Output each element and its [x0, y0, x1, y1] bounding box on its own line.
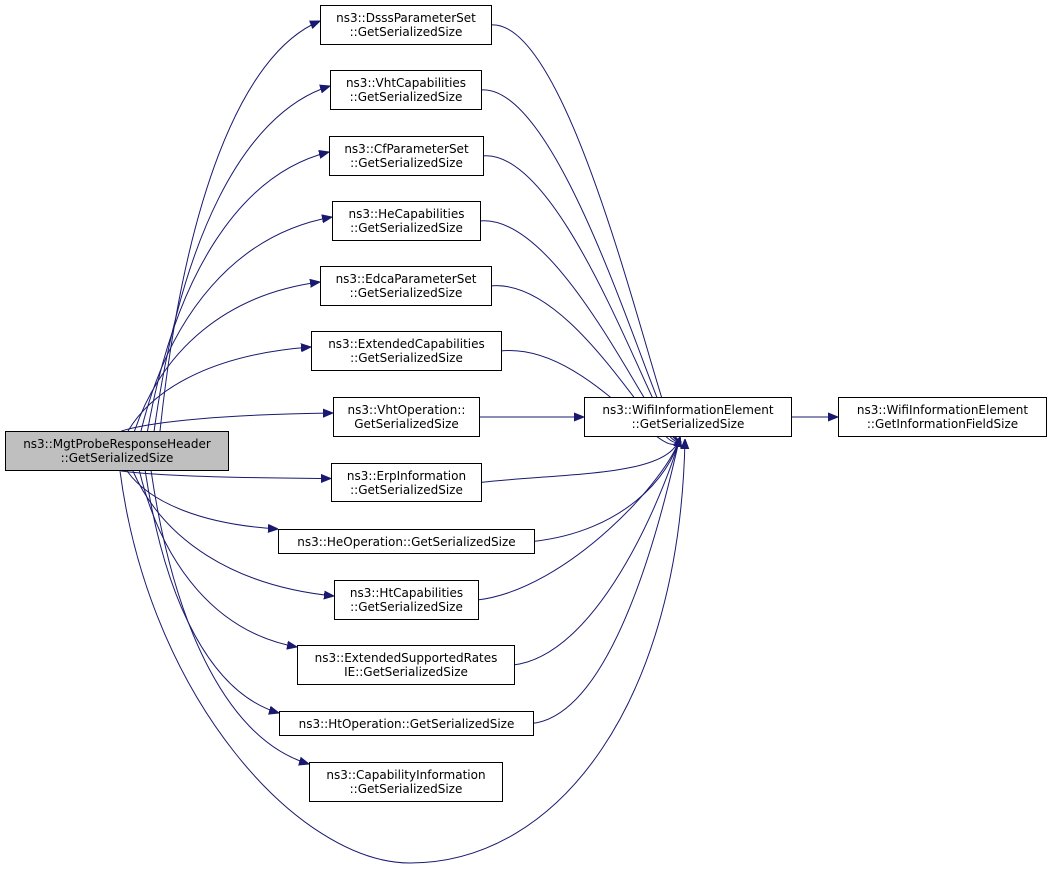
edge-main-to-edca — [134, 282, 321, 432]
node-vhtcap[interactable]: ns3::VhtCapabilities::GetSerializedSize — [330, 70, 482, 110]
edge-main-to-htop — [144, 470, 279, 713]
node-wifiie[interactable]: ns3::WifiInformationElement::GetSerializ… — [584, 397, 792, 437]
edge-main-to-cf — [147, 152, 330, 432]
edge-main-to-erp — [121, 470, 331, 479]
node-cf[interactable]: ns3::CfParameterSet::GetSerializedSize — [329, 136, 484, 176]
node-label-line: ns3::HtOperation::GetSerializedSize — [298, 716, 515, 731]
edge-main-to-vhtop — [121, 413, 333, 432]
edge-extrates-to-wifiie — [512, 437, 680, 666]
node-dsss[interactable]: ns3::DsssParameterSet::GetSerializedSize — [320, 5, 492, 45]
node-htcap[interactable]: ns3::HtCapabilities::GetSerializedSize — [334, 580, 479, 620]
node-label-line: ns3::CfParameterSet — [344, 142, 469, 156]
node-label-line: ::GetSerializedSize — [349, 286, 463, 300]
node-label-line: ns3::CapabilityInformation — [326, 768, 486, 782]
node-hecap[interactable]: ns3::HeCapabilities::GetSerializedSize — [332, 201, 481, 241]
node-htop[interactable]: ns3::HtOperation::GetSerializedSize — [279, 711, 534, 736]
edge-main-to-hecap — [140, 217, 332, 432]
edge-main-to-wifiie — [119, 439, 685, 864]
edge-main-to-extcap — [127, 347, 311, 432]
node-label-line: ns3::DsssParameterSet — [336, 11, 476, 25]
node-label-line: ns3::VhtOperation:: — [347, 403, 466, 417]
node-label-line: ns3::HtCapabilities — [349, 586, 464, 600]
edge-main-to-dsss — [159, 21, 320, 432]
edge-main-to-heop — [126, 470, 278, 529]
node-label-line: ::GetSerializedSize — [349, 782, 463, 796]
node-label-line: ns3::VhtCapabilities — [345, 76, 467, 90]
edge-edca-to-wifiie — [489, 285, 680, 443]
node-label-line: ns3::ExtendedSupportedRates — [314, 651, 498, 665]
node-infofield[interactable]: ns3::WifiInformationElement::GetInformat… — [838, 397, 1047, 437]
node-label-line: ::GetSerializedSize — [349, 25, 463, 39]
node-label-line: ::GetSerializedSize — [350, 156, 463, 170]
node-label-line: GetSerializedSize — [354, 417, 459, 431]
edge-htcap-to-wifiie — [476, 437, 680, 601]
node-label-line: ::GetSerializedSize — [349, 90, 463, 104]
node-label-line: ::GetSerializedSize — [350, 351, 463, 365]
node-label-line: ns3::ErpInformation — [346, 468, 467, 483]
node-main: ns3::MgtProbeResponseHeader::GetSerializ… — [5, 431, 229, 471]
node-extcap[interactable]: ns3::ExtendedCapabilities::GetSerialized… — [311, 331, 502, 371]
edge-main-to-capinfo — [150, 470, 309, 764]
node-capinfo[interactable]: ns3::CapabilityInformation::GetSerialize… — [309, 762, 503, 802]
node-label-line: ns3::EdcaParameterSet — [335, 272, 477, 286]
node-label-line: ns3::HeCapabilities — [348, 207, 465, 221]
node-edca[interactable]: ns3::EdcaParameterSet::GetSerializedSize — [320, 266, 492, 306]
node-label-line: ::GetSerializedSize — [350, 221, 463, 235]
node-label-line: ::GetSerializedSize — [350, 482, 463, 497]
node-heop[interactable]: ns3::HeOperation::GetSerializedSize — [278, 529, 535, 554]
node-label-line: ns3::MgtProbeResponseHeader — [23, 437, 211, 451]
node-label-line: ::GetSerializedSize — [631, 417, 745, 431]
edge-htop-to-wifiie — [531, 437, 680, 724]
node-label-line: ns3::WifiInformationElement — [856, 403, 1029, 417]
node-label-line: ns3::HeOperation::GetSerializedSize — [297, 534, 516, 549]
node-label-line: ::GetInformationFieldSize — [866, 417, 1019, 431]
edge-main-to-vhtcap — [153, 86, 330, 432]
edge-hecap-to-wifiie — [478, 220, 680, 441]
node-vhtop[interactable]: ns3::VhtOperation::GetSerializedSize — [333, 397, 480, 437]
edge-heop-to-wifiie — [532, 437, 680, 542]
node-label-line: ns3::ExtendedCapabilities — [328, 337, 485, 351]
node-label-line: IE::GetSerializedSize — [344, 665, 468, 679]
node-erp[interactable]: ns3::ErpInformation::GetSerializedSize — [331, 463, 482, 502]
edge-erp-to-wifiie — [479, 437, 680, 483]
node-label-line: ns3::WifiInformationElement — [602, 403, 774, 417]
node-label-line: ::GetSerializedSize — [60, 451, 174, 465]
node-label-line: ::GetSerializedSize — [350, 600, 463, 614]
edge-main-to-extrates — [138, 470, 297, 647]
